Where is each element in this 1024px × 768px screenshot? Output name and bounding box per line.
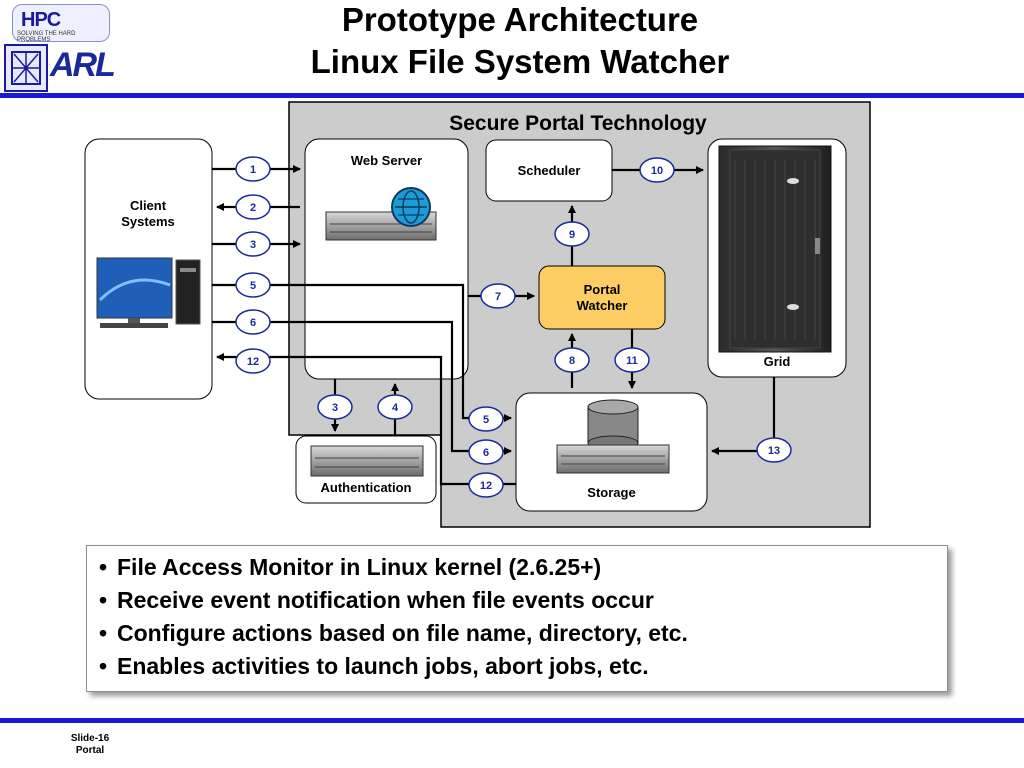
scheduler-label: Scheduler bbox=[517, 163, 581, 178]
architecture-diagram: 1 2 3 5 6 12 7 9 10 8 11 3 4 5 6 12 13 bbox=[84, 101, 871, 528]
grid-rack-icon bbox=[718, 145, 832, 353]
step-badge-12 bbox=[235, 348, 271, 374]
top-rule bbox=[0, 93, 1024, 98]
step-label-2: 2 bbox=[250, 202, 256, 214]
step-label-6b: 6 bbox=[483, 447, 489, 459]
title-line-2: Linux File System Watcher bbox=[310, 43, 730, 80]
step-badge-7 bbox=[480, 283, 516, 309]
step-badge-1 bbox=[235, 156, 271, 182]
seal-logo bbox=[4, 44, 48, 92]
bullet-item: •Configure actions based on file name, d… bbox=[99, 620, 688, 646]
step-label-6: 6 bbox=[250, 317, 256, 329]
step-label-1: 1 bbox=[250, 164, 256, 176]
slide-number: Slide-16 bbox=[70, 733, 110, 744]
authentication-label: Authentication bbox=[320, 480, 412, 495]
hpc-logo-tagline: SOLVING THE HARD PROBLEMS bbox=[17, 31, 76, 43]
step-badge-2 bbox=[235, 194, 271, 220]
hpc-logo-text: HPC bbox=[21, 9, 61, 31]
step-badge-10 bbox=[639, 157, 675, 183]
web-server-icon bbox=[325, 187, 437, 241]
step-label-11: 11 bbox=[626, 355, 638, 367]
portal-watcher-label: Portal Watcher bbox=[576, 282, 628, 313]
seal-pattern-icon bbox=[11, 51, 41, 85]
step-badge-6b bbox=[468, 439, 504, 465]
step-badge-8 bbox=[554, 347, 590, 373]
step-label-12b: 12 bbox=[480, 480, 492, 492]
portal-watcher-box bbox=[538, 265, 666, 330]
auth-server-icon bbox=[310, 445, 424, 477]
step-label-13: 13 bbox=[768, 445, 780, 457]
step-badge-3 bbox=[235, 231, 271, 257]
step-label-3: 3 bbox=[250, 239, 256, 251]
bullet-box: •File Access Monitor in Linux kernel (2.… bbox=[86, 545, 948, 692]
step-label-5: 5 bbox=[250, 280, 256, 292]
step-badge-3b bbox=[317, 394, 353, 420]
storage-icon bbox=[556, 399, 670, 474]
title-line-1: Prototype Architecture bbox=[341, 1, 699, 38]
bullet-item: •Enables activities to launch jobs, abor… bbox=[99, 653, 649, 679]
step-badge-6 bbox=[235, 309, 271, 335]
step-label-7: 7 bbox=[495, 291, 501, 303]
client-computer-icon bbox=[96, 257, 201, 328]
step-badge-5b bbox=[468, 406, 504, 432]
web-server-label: Web Server bbox=[350, 153, 423, 168]
footer-section: Portal bbox=[75, 745, 105, 756]
bullet-item: •File Access Monitor in Linux kernel (2.… bbox=[99, 554, 602, 580]
bottom-rule bbox=[0, 718, 1024, 723]
step-label-4: 4 bbox=[392, 402, 399, 414]
step-badge-5 bbox=[235, 272, 271, 298]
step-badge-12b bbox=[468, 472, 504, 498]
step-badges bbox=[235, 156, 792, 498]
client-systems-label: Client Systems bbox=[121, 198, 175, 229]
storage-label: Storage bbox=[587, 485, 636, 500]
step-badge-11 bbox=[614, 347, 650, 373]
step-label-8: 8 bbox=[569, 355, 575, 367]
step-badge-13 bbox=[756, 437, 792, 463]
step-label-12: 12 bbox=[247, 356, 259, 368]
grid-label: Grid bbox=[763, 354, 791, 369]
step-label-10: 10 bbox=[651, 165, 663, 177]
step-label-9: 9 bbox=[569, 229, 575, 241]
hpc-logo: HPC SOLVING THE HARD PROBLEMS bbox=[12, 4, 110, 43]
step-label-5b: 5 bbox=[483, 414, 489, 426]
bullet-item: •Receive event notification when file ev… bbox=[99, 587, 654, 613]
step-badge-9 bbox=[554, 221, 590, 247]
arl-logo: ARL bbox=[50, 46, 116, 84]
portal-region-label: Secure Portal Technology bbox=[449, 112, 707, 135]
step-label-3b: 3 bbox=[332, 402, 338, 414]
web-server-box bbox=[304, 138, 469, 380]
step-badge-4 bbox=[377, 394, 413, 420]
